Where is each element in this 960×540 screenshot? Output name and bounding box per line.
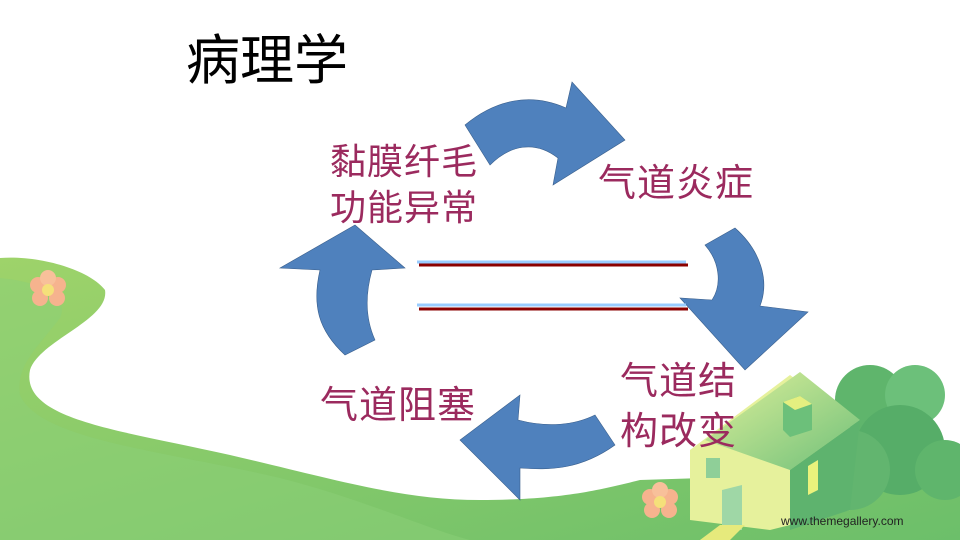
node-airway-remodeling: 气道结 构改变 bbox=[620, 356, 737, 456]
arrow-left-up bbox=[278, 224, 406, 356]
node-airway-obstruction: 气道阻塞 bbox=[320, 383, 477, 427]
slide-title: 病理学 bbox=[186, 29, 348, 92]
arrow-top-right bbox=[464, 81, 626, 186]
node-line-1: 气道结 bbox=[620, 359, 738, 403]
node-line-1: 黏膜纤毛 bbox=[330, 142, 479, 183]
node-mucociliary-dysfunction: 黏膜纤毛 功能异常 bbox=[330, 140, 478, 232]
node-line-2: 功能异常 bbox=[330, 188, 479, 229]
house bbox=[690, 372, 860, 540]
flower-left bbox=[30, 270, 66, 306]
flower-bottom bbox=[642, 482, 678, 518]
node-line-2: 构改变 bbox=[620, 409, 738, 453]
node-airway-inflammation: 气道炎症 bbox=[598, 161, 755, 205]
arrow-right-down bbox=[679, 227, 809, 371]
footer-url: www.themegallery.com bbox=[781, 514, 904, 528]
arrow-bottom-left bbox=[459, 394, 616, 501]
equals-lines bbox=[417, 260, 688, 311]
hill-path bbox=[0, 278, 470, 540]
